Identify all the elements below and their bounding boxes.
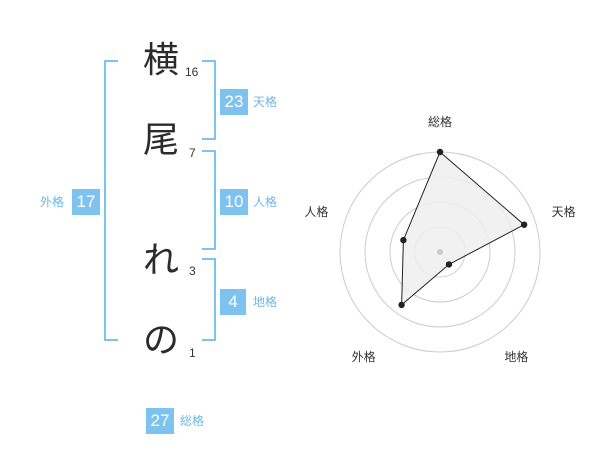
jinkaku-label: 人格 [253, 195, 278, 209]
chikaku-bracket [202, 258, 216, 341]
radar-point-4 [398, 301, 405, 309]
gaikaku-badge: 17 [72, 189, 100, 215]
radar-point-5 [400, 236, 407, 244]
radar-axis-label-4: 外格 [352, 349, 376, 364]
radar-point-3 [445, 261, 453, 268]
name-char-2: 尾 [142, 120, 179, 161]
radar-center-point [437, 249, 443, 255]
stroke-count-4: 1 [189, 346, 196, 360]
radar-axis-label-1: 総格 [428, 114, 452, 129]
radar-axis-label-5: 人格 [304, 204, 328, 219]
radar-point-1 [436, 148, 444, 156]
gaikaku-label: 外格 [40, 195, 65, 209]
name-char-1: 横 [142, 40, 179, 81]
stroke-count-3: 3 [189, 264, 196, 278]
soukaku-badge: 27 [146, 408, 174, 434]
soukaku-label: 総格 [180, 414, 205, 428]
gaikaku-bracket [104, 60, 118, 341]
tenkaku-badge: 23 [220, 89, 248, 115]
chikaku-badge: 4 [220, 289, 246, 315]
tenkaku-bracket [202, 60, 216, 140]
chikaku-label: 地格 [253, 295, 278, 309]
jinkaku-badge: 10 [220, 189, 248, 215]
radar-axis-label-3: 地格 [504, 349, 528, 364]
radar-area [401, 151, 525, 307]
name-char-4: の [142, 320, 179, 361]
stroke-count-2: 7 [189, 146, 196, 160]
tenkaku-label: 天格 [253, 95, 278, 109]
radar-point-2 [520, 221, 528, 228]
radar-axis-label-2: 天格 [552, 204, 576, 219]
jinkaku-bracket [202, 150, 216, 250]
stroke-count-1: 16 [185, 65, 199, 79]
name-char-3: れ [142, 240, 179, 281]
